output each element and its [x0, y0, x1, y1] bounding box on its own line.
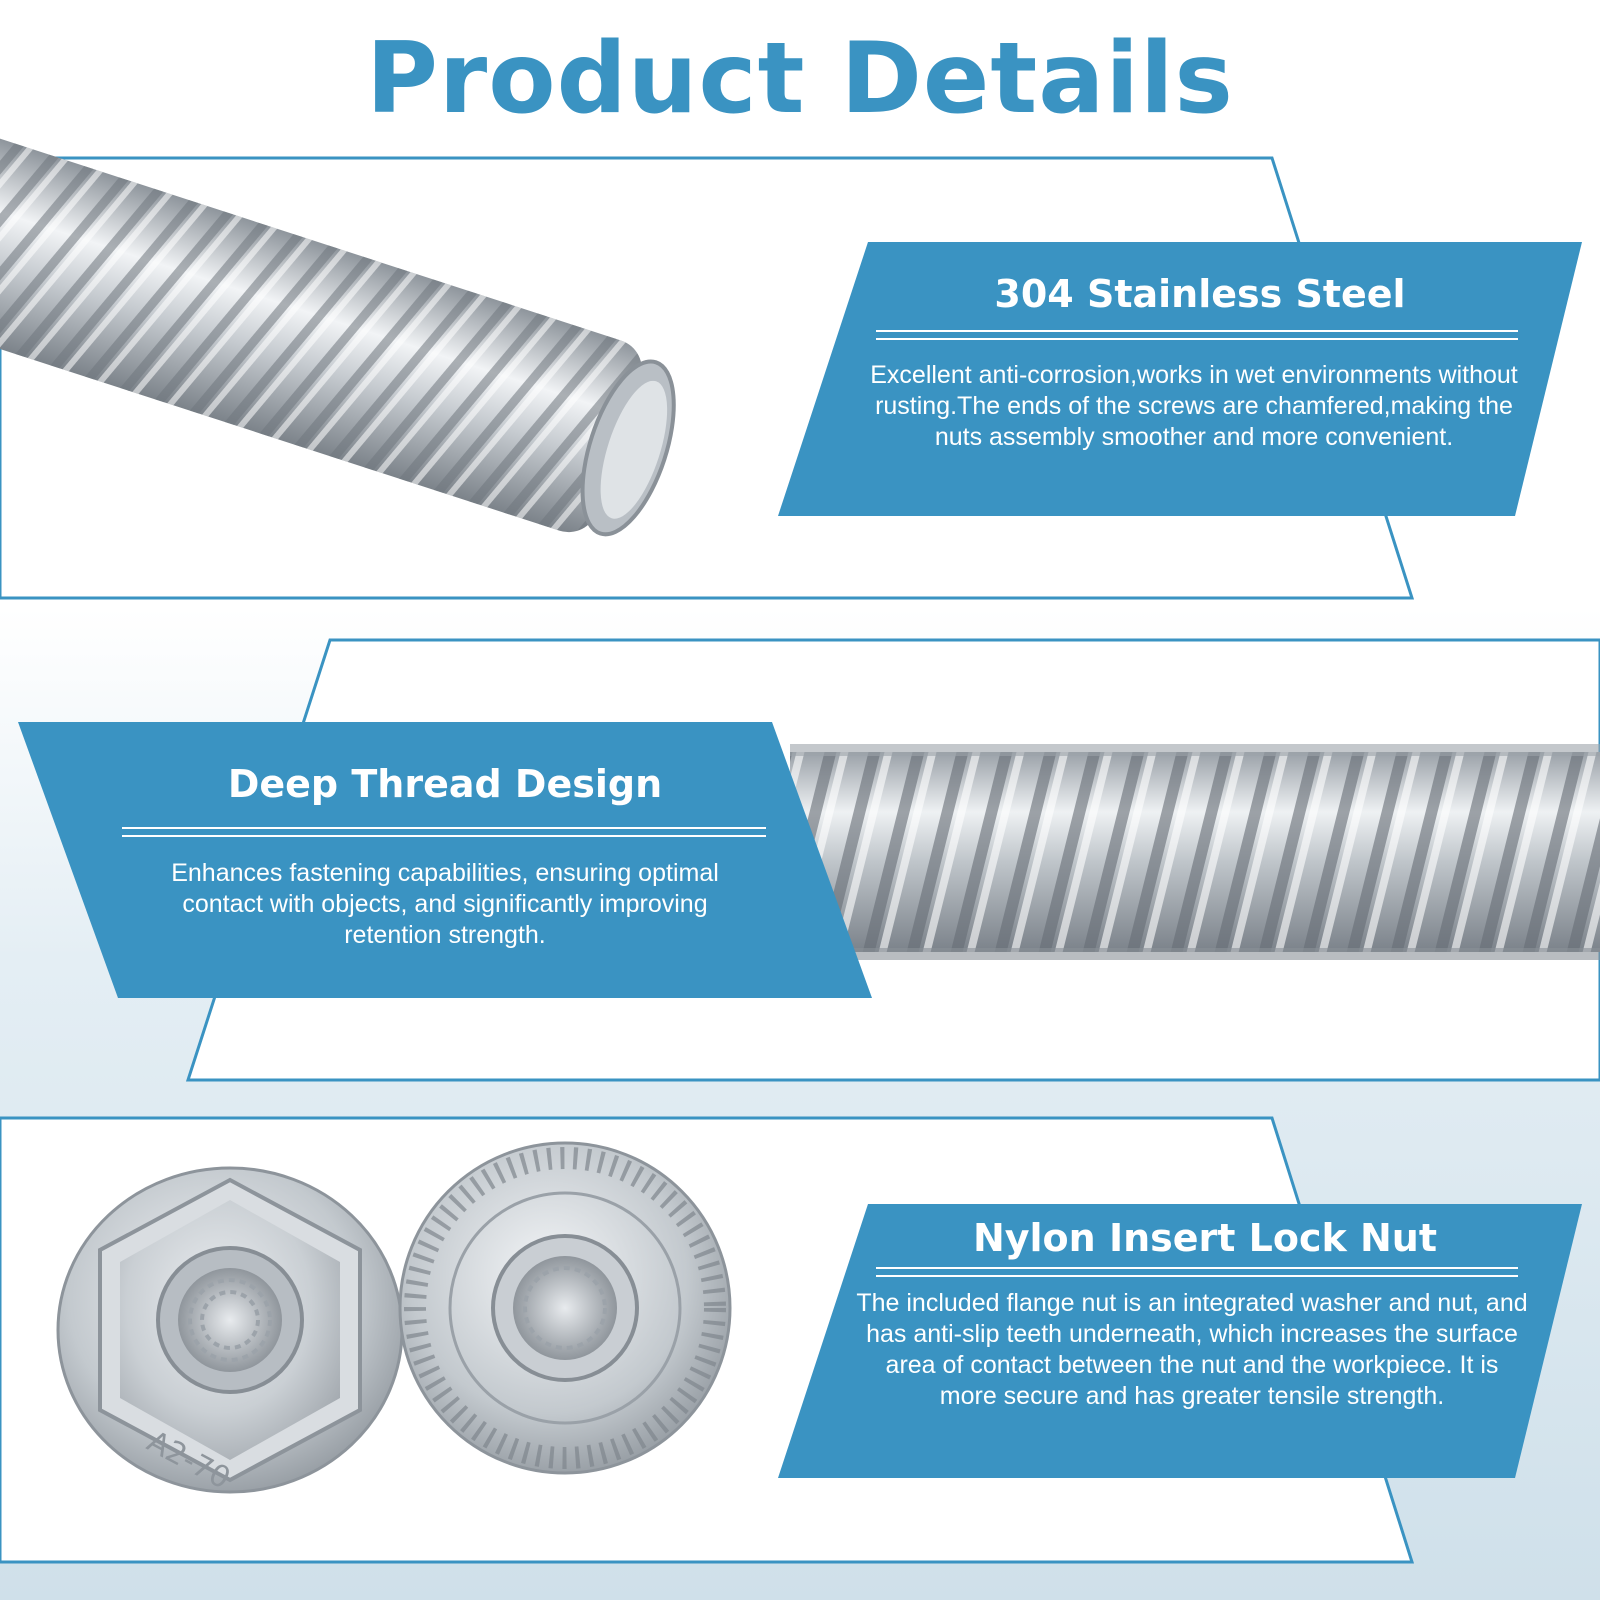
- hex-flange-nut: A2-70: [56, 1166, 404, 1497]
- section-2-description: Enhances fastening capabilities, ensurin…: [171, 859, 719, 949]
- page-title: Product Details: [366, 22, 1234, 136]
- section-2-title: Deep Thread Design: [227, 762, 663, 806]
- section-1-title: 304 Stainless Steel: [994, 272, 1406, 316]
- section-3-description: The included flange nut is an integrated…: [856, 1289, 1528, 1410]
- section-1-description: Excellent anti-corrosion,works in wet en…: [870, 361, 1518, 451]
- section-3-title: Nylon Insert Lock Nut: [972, 1216, 1438, 1260]
- serrated-flange-nut: [398, 1141, 732, 1475]
